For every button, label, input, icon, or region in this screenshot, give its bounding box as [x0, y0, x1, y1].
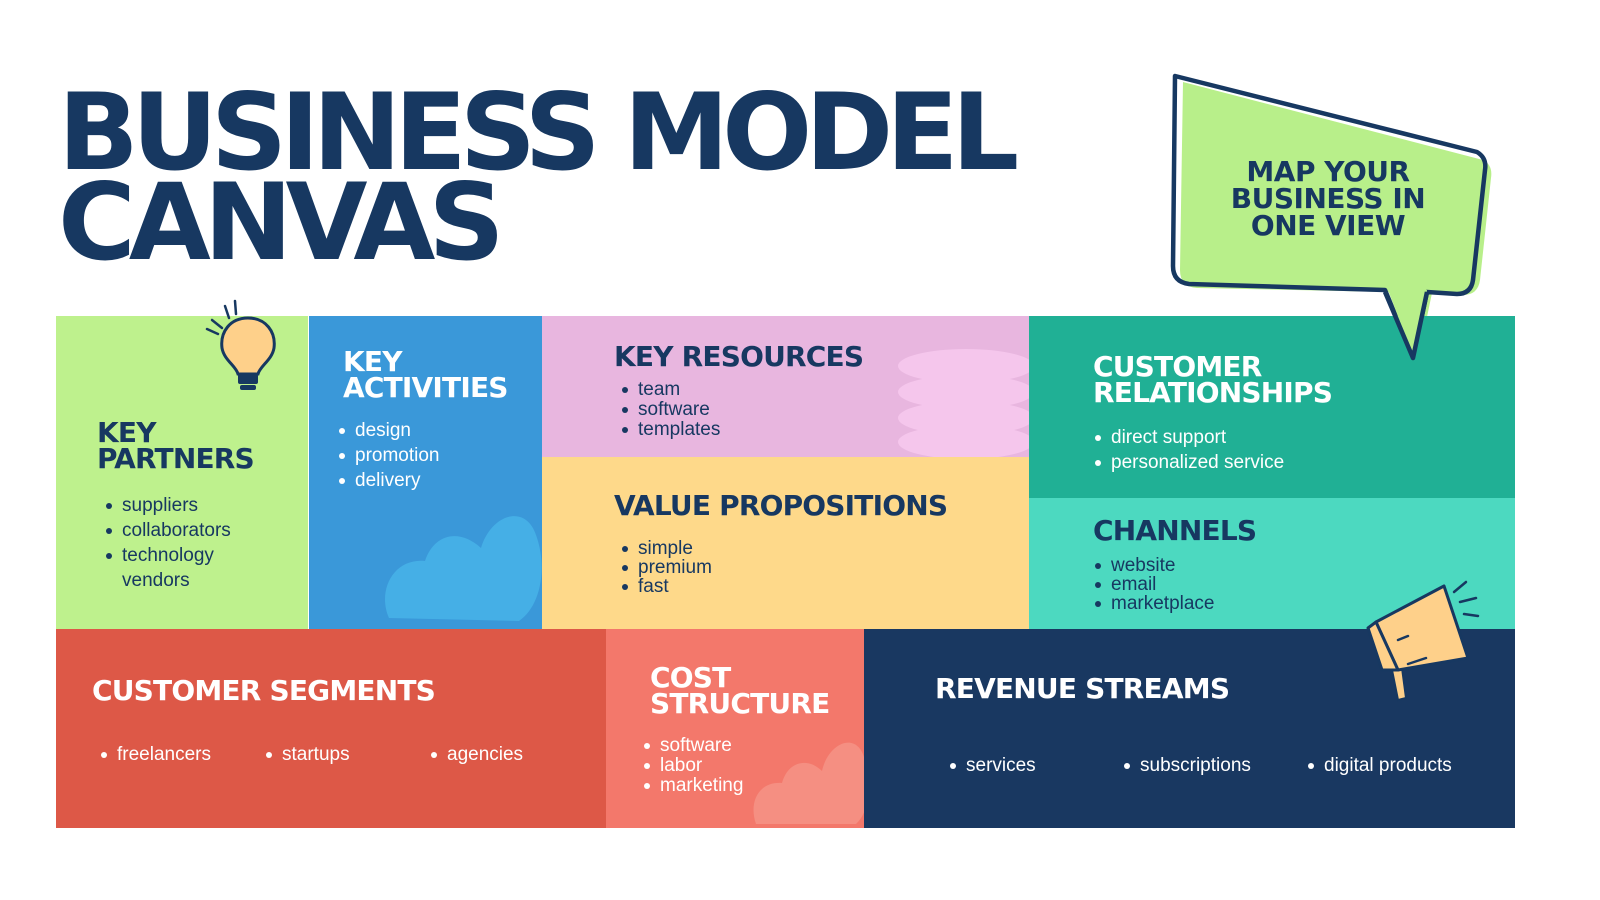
key-resources-block: KEY RESOURCES team software templates	[542, 316, 1029, 457]
list-item: technology	[106, 543, 231, 568]
list-item: collaborators	[106, 518, 231, 543]
list-item: simple	[622, 539, 712, 558]
key-partners-list: suppliers collaborators technology vendo…	[106, 493, 231, 593]
list-item: suppliers	[106, 493, 231, 518]
list-item: team	[622, 380, 720, 400]
bubble-text: MAP YOUR BUSINESS IN ONE VIEW	[1228, 155, 1428, 242]
list-item: digital products	[1308, 755, 1452, 777]
list-item: personalized service	[1095, 450, 1284, 475]
customer-relationships-block: CUSTOMER RELATIONSHIPS direct support pe…	[1029, 316, 1515, 498]
list-item: marketing	[644, 776, 743, 796]
list-item: premium	[622, 558, 712, 577]
key-resources-heading: KEY RESOURCES	[614, 340, 864, 373]
list-item: direct support	[1095, 425, 1284, 450]
list-item: vendors	[122, 570, 190, 591]
list-item: startups	[266, 744, 350, 766]
list-item: agencies	[431, 744, 523, 766]
cost-structure-block: COST STRUCTURE software labor marketing	[606, 629, 864, 828]
list-item: design	[339, 418, 440, 443]
customer-relationships-heading: CUSTOMER RELATIONSHIPS	[1093, 353, 1333, 409]
stack-shape	[898, 349, 1029, 457]
key-resources-list: team software templates	[622, 380, 720, 440]
customer-relationships-list: direct support personalized service	[1095, 425, 1284, 475]
key-partners-heading: KEY PARTNERS	[97, 419, 255, 475]
megaphone-icon	[1366, 580, 1480, 702]
list-item: promotion	[339, 443, 440, 468]
customer-segments-block: CUSTOMER SEGMENTS freelancers startups a…	[56, 629, 606, 828]
list-item: delivery	[339, 468, 440, 493]
channels-list: website email marketplace	[1095, 556, 1215, 613]
list-item: marketplace	[1095, 594, 1215, 613]
key-partners-heading-line-1: KEY	[97, 416, 156, 449]
value-propositions-heading: VALUE PROPOSITIONS	[614, 489, 948, 522]
list-item: fast	[622, 577, 712, 596]
bubble-line-1: MAP YOUR	[1246, 155, 1410, 188]
customer-segments-heading: CUSTOMER SEGMENTS	[92, 674, 436, 707]
list-item: email	[1095, 575, 1215, 594]
bubble-line-2: BUSINESS IN	[1230, 182, 1426, 215]
list-item: website	[1095, 556, 1215, 575]
key-activities-heading-line-2: ACTIVITIES	[343, 371, 508, 404]
cloud-shape	[753, 742, 864, 824]
revenue-streams-heading: REVENUE STREAMS	[935, 672, 1230, 705]
title-line-1: BUSINESS MODEL	[58, 71, 1019, 194]
page-title: BUSINESS MODEL CANVAS	[58, 80, 1019, 276]
list-item: templates	[622, 420, 720, 440]
speech-bubble-tail	[1382, 290, 1430, 361]
key-activities-block: KEY ACTIVITIES design promotion delivery	[309, 316, 542, 629]
cost-structure-list: software labor marketing	[644, 736, 743, 796]
key-activities-heading-line-1: KEY	[343, 345, 402, 378]
bubble-line-3: ONE VIEW	[1250, 209, 1406, 242]
value-propositions-list: simple premium fast	[622, 539, 712, 596]
customer-segments-list: freelancers startups agencies	[56, 744, 606, 768]
value-propositions-block: VALUE PROPOSITIONS simple premium fast	[542, 457, 1029, 629]
customer-relationships-heading-line-1: CUSTOMER	[1093, 350, 1262, 383]
title-line-2: CANVAS	[58, 161, 505, 284]
channels-heading: CHANNELS	[1093, 514, 1257, 547]
cost-structure-heading-line-1: COST	[650, 661, 731, 694]
list-item: labor	[644, 756, 743, 776]
customer-relationships-heading-line-2: RELATIONSHIPS	[1093, 376, 1333, 409]
key-activities-list: design promotion delivery	[339, 418, 440, 493]
list-item: services	[950, 755, 1036, 777]
list-item: freelancers	[101, 744, 211, 766]
revenue-streams-list: services subscriptions digital products	[864, 755, 1515, 779]
key-partners-heading-line-2: PARTNERS	[97, 442, 255, 475]
list-item: software	[644, 736, 743, 756]
key-activities-heading: KEY ACTIVITIES	[343, 348, 508, 404]
cost-structure-heading-line-2: STRUCTURE	[650, 687, 830, 720]
list-item: subscriptions	[1124, 755, 1251, 777]
key-partners-block: KEY PARTNERS suppliers collaborators tec…	[56, 316, 308, 629]
lightbulb-icon	[205, 299, 276, 390]
list-item: software	[622, 400, 720, 420]
cost-structure-heading: COST STRUCTURE	[650, 664, 830, 720]
cloud-shape	[385, 516, 542, 621]
